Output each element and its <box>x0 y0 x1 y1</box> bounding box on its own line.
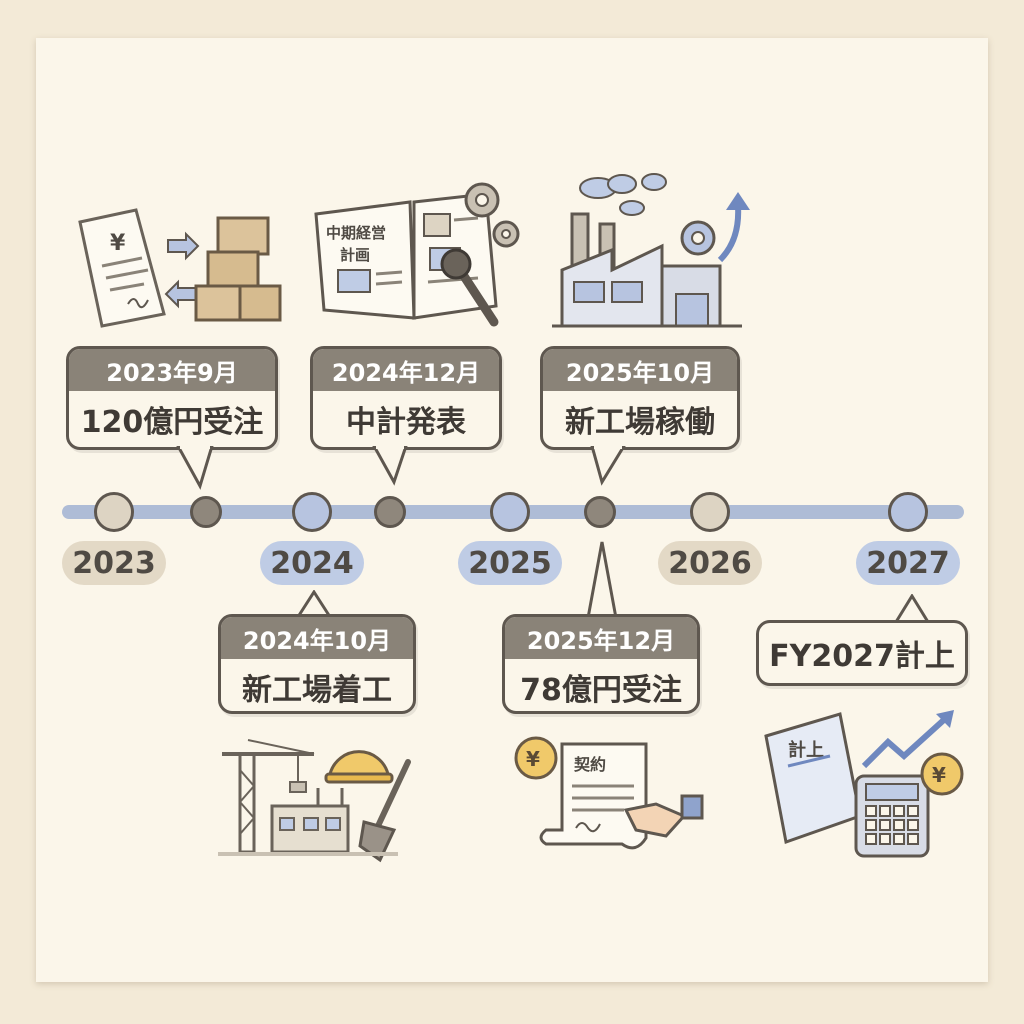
construction-site-icon <box>218 739 411 863</box>
event-label: 新工場稼働 <box>565 405 715 440</box>
event-callout-2024-12: 2024年12月 中計発表 <box>310 346 502 450</box>
callout-pointer <box>176 446 214 490</box>
factory-icon <box>552 173 750 328</box>
event-node-2024-12 <box>374 496 406 528</box>
event-callout-2023-09: 2023年9月 120億円受注 <box>66 346 278 450</box>
year-node-2025 <box>490 492 530 532</box>
event-label: 78億円受注 <box>520 673 682 708</box>
event-node-2025-10 <box>584 496 616 528</box>
event-node-2023-09 <box>190 496 222 528</box>
event-label: 新工場着工 <box>242 673 392 708</box>
callout-pointer <box>372 446 408 486</box>
year-label-2025: 2025 <box>458 541 562 585</box>
svg-text:契約: 契約 <box>573 755 606 774</box>
year-label-2027: 2027 <box>856 541 960 585</box>
event-callout-2025-12: 2025年12月 78億円受注 <box>502 614 700 714</box>
event-date: 2025年12月 <box>505 617 697 659</box>
year-node-2024 <box>292 492 332 532</box>
svg-text:中期経営: 中期経営 <box>326 224 386 242</box>
svg-text:計上: 計上 <box>788 739 824 761</box>
callout-pointer <box>586 541 618 620</box>
order-document-boxes-icon: ¥ <box>78 208 282 328</box>
event-date: 2024年10月 <box>221 617 413 659</box>
callout-pointer <box>590 446 626 486</box>
year-label-2023: 2023 <box>62 541 166 585</box>
event-date: 2025年10月 <box>543 349 737 391</box>
year-label-2024: 2024 <box>260 541 364 585</box>
ledger-calculator-icon: 計上 ¥ <box>764 710 964 858</box>
year-node-2026 <box>690 492 730 532</box>
event-label: FY2027計上 <box>769 639 955 674</box>
svg-text:¥: ¥ <box>110 231 126 256</box>
year-node-2027 <box>888 492 928 532</box>
plan-book-microphone-icon: 中期経営 計画 <box>314 182 520 327</box>
event-callout-fy2027: FY2027計上 <box>756 620 968 686</box>
event-label: 中計発表 <box>346 405 466 440</box>
svg-text:¥: ¥ <box>526 747 540 771</box>
year-node-2023 <box>94 492 134 532</box>
event-callout-2024-10: 2024年10月 新工場着工 <box>218 614 416 714</box>
event-date: 2023年9月 <box>69 349 275 391</box>
year-label-2026: 2026 <box>658 541 762 585</box>
event-label: 120億円受注 <box>80 405 264 440</box>
event-callout-2025-10: 2025年10月 新工場稼働 <box>540 346 740 450</box>
svg-text:計画: 計画 <box>340 246 370 264</box>
event-date: 2024年12月 <box>313 349 499 391</box>
svg-text:¥: ¥ <box>932 763 946 787</box>
contract-handshake-icon: ¥ 契約 <box>514 736 704 850</box>
